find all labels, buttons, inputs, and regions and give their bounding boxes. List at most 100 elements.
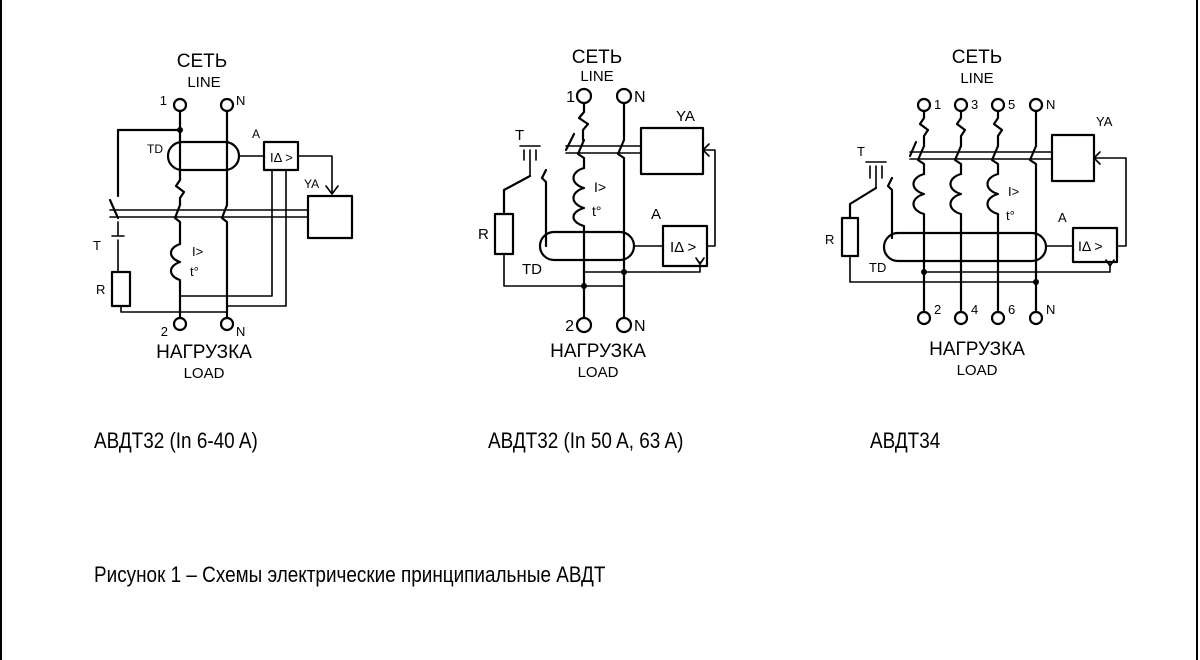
terminal-label: 2 bbox=[565, 318, 574, 335]
neutral-contact bbox=[1028, 144, 1038, 312]
load-label-en: LOAD bbox=[184, 365, 225, 382]
mechanical-link bbox=[909, 151, 1053, 160]
resistor bbox=[493, 212, 515, 256]
phase-conductor bbox=[992, 109, 1004, 148]
phase-contact bbox=[953, 144, 963, 176]
rcd-relay-label: IΔ > bbox=[1078, 238, 1103, 254]
terminal bbox=[916, 310, 932, 326]
td-label: TD bbox=[522, 261, 542, 278]
line-label-en: LINE bbox=[580, 68, 613, 85]
load-label-ru: НАГРУЗКА bbox=[929, 339, 1025, 360]
overcurrent-release bbox=[572, 166, 586, 292]
t-label: T bbox=[857, 144, 865, 159]
phase-conductor bbox=[955, 109, 967, 148]
linkage-hook bbox=[908, 140, 918, 158]
wire bbox=[849, 255, 1037, 283]
junction bbox=[581, 283, 587, 289]
phase-contact bbox=[576, 138, 586, 170]
phase-contact bbox=[990, 144, 1000, 176]
r-label: R bbox=[825, 232, 834, 247]
line-label-en: LINE bbox=[187, 74, 220, 91]
rcd-relay-label: IΔ > bbox=[670, 239, 697, 256]
t-label: T bbox=[515, 127, 524, 144]
terminal-label: 1 bbox=[160, 93, 167, 108]
test-switch bbox=[108, 198, 120, 220]
scheme-2-caption: АВДТ32 (In 50 A, 63 A) bbox=[488, 428, 684, 453]
load-label-en: LOAD bbox=[578, 364, 619, 381]
phase-conductor bbox=[918, 109, 930, 148]
neutral-contact bbox=[220, 203, 229, 320]
junction bbox=[921, 269, 927, 275]
td-label: TD bbox=[147, 142, 163, 156]
overcurrent-release bbox=[169, 242, 182, 320]
feedback-wire bbox=[1093, 151, 1127, 247]
mechanical-link bbox=[109, 209, 309, 218]
wire bbox=[179, 169, 273, 297]
ya-label: YA bbox=[304, 177, 319, 191]
overcurrent-label: I> bbox=[192, 244, 203, 259]
output-conductors bbox=[582, 228, 626, 320]
terminal bbox=[219, 316, 235, 332]
linkage-hook bbox=[564, 132, 576, 152]
test-button bbox=[111, 221, 125, 273]
trip-coil bbox=[639, 126, 705, 176]
mechanical-link bbox=[565, 145, 642, 154]
terminal-label: 6 bbox=[1008, 302, 1015, 317]
a-label: A bbox=[651, 206, 661, 223]
wire bbox=[923, 259, 1115, 273]
terminal-label: 5 bbox=[1008, 97, 1015, 112]
arrow bbox=[325, 185, 339, 195]
a-label: A bbox=[252, 127, 260, 141]
terminal-label: 2 bbox=[161, 324, 168, 339]
phase-contact bbox=[916, 144, 926, 176]
terminal-label: N bbox=[1046, 302, 1055, 317]
rcd-relay bbox=[1071, 226, 1119, 264]
terminal bbox=[615, 316, 633, 334]
overcurrent-release bbox=[986, 172, 1000, 312]
neutral-contact bbox=[616, 138, 626, 232]
rcd-relay-label: IΔ > bbox=[270, 150, 293, 165]
line-label-en: LINE bbox=[960, 70, 993, 87]
differential-transformer bbox=[538, 230, 636, 262]
terminal bbox=[990, 97, 1006, 113]
thermal-label: t° bbox=[190, 264, 199, 279]
terminal-label: 4 bbox=[971, 302, 978, 317]
test-conductor bbox=[116, 128, 182, 198]
terminal-label: N bbox=[634, 318, 646, 335]
trip-coil bbox=[306, 194, 354, 240]
overcurrent-label: I> bbox=[594, 179, 606, 195]
terminal-label: 2 bbox=[934, 302, 941, 317]
terminal bbox=[172, 316, 188, 332]
phase-conductor bbox=[174, 109, 186, 207]
terminal bbox=[916, 97, 932, 113]
resistor bbox=[840, 216, 860, 258]
load-label-ru: НАГРУЗКА bbox=[156, 342, 252, 363]
phase-contact bbox=[173, 203, 182, 246]
scheme-3: СЕТЬ LINE 1 3 5 N YA I> t° T R bbox=[825, 47, 1127, 379]
terminal-label: N bbox=[236, 324, 245, 339]
scheme-3-caption: АВДТ34 bbox=[870, 428, 941, 453]
load-label-ru: НАГРУЗКА bbox=[550, 341, 646, 362]
overcurrent-label: I> bbox=[1008, 184, 1019, 199]
test-conductor bbox=[540, 168, 548, 248]
figure-caption: Рисунок 1 – Схемы электрические принципи… bbox=[94, 562, 606, 587]
test-conductor bbox=[886, 176, 894, 240]
phase-conductor bbox=[577, 101, 590, 142]
wire bbox=[120, 305, 228, 313]
trip-coil bbox=[1050, 133, 1096, 183]
terminal bbox=[615, 87, 633, 105]
test-switch bbox=[502, 174, 532, 216]
ya-label: YA bbox=[676, 108, 695, 125]
line-label-ru: СЕТЬ bbox=[572, 47, 622, 68]
scheme-2: СЕТЬ LINE 1 N YA I> t° T R TD IΔ > A bbox=[478, 47, 716, 381]
feedback-wire bbox=[702, 143, 716, 247]
td-label: TD bbox=[869, 260, 886, 275]
wire bbox=[297, 155, 333, 193]
terminal bbox=[953, 97, 969, 113]
terminal bbox=[575, 87, 593, 105]
terminal bbox=[575, 316, 593, 334]
terminal-label: N bbox=[634, 89, 646, 106]
overcurrent-release bbox=[949, 172, 963, 312]
